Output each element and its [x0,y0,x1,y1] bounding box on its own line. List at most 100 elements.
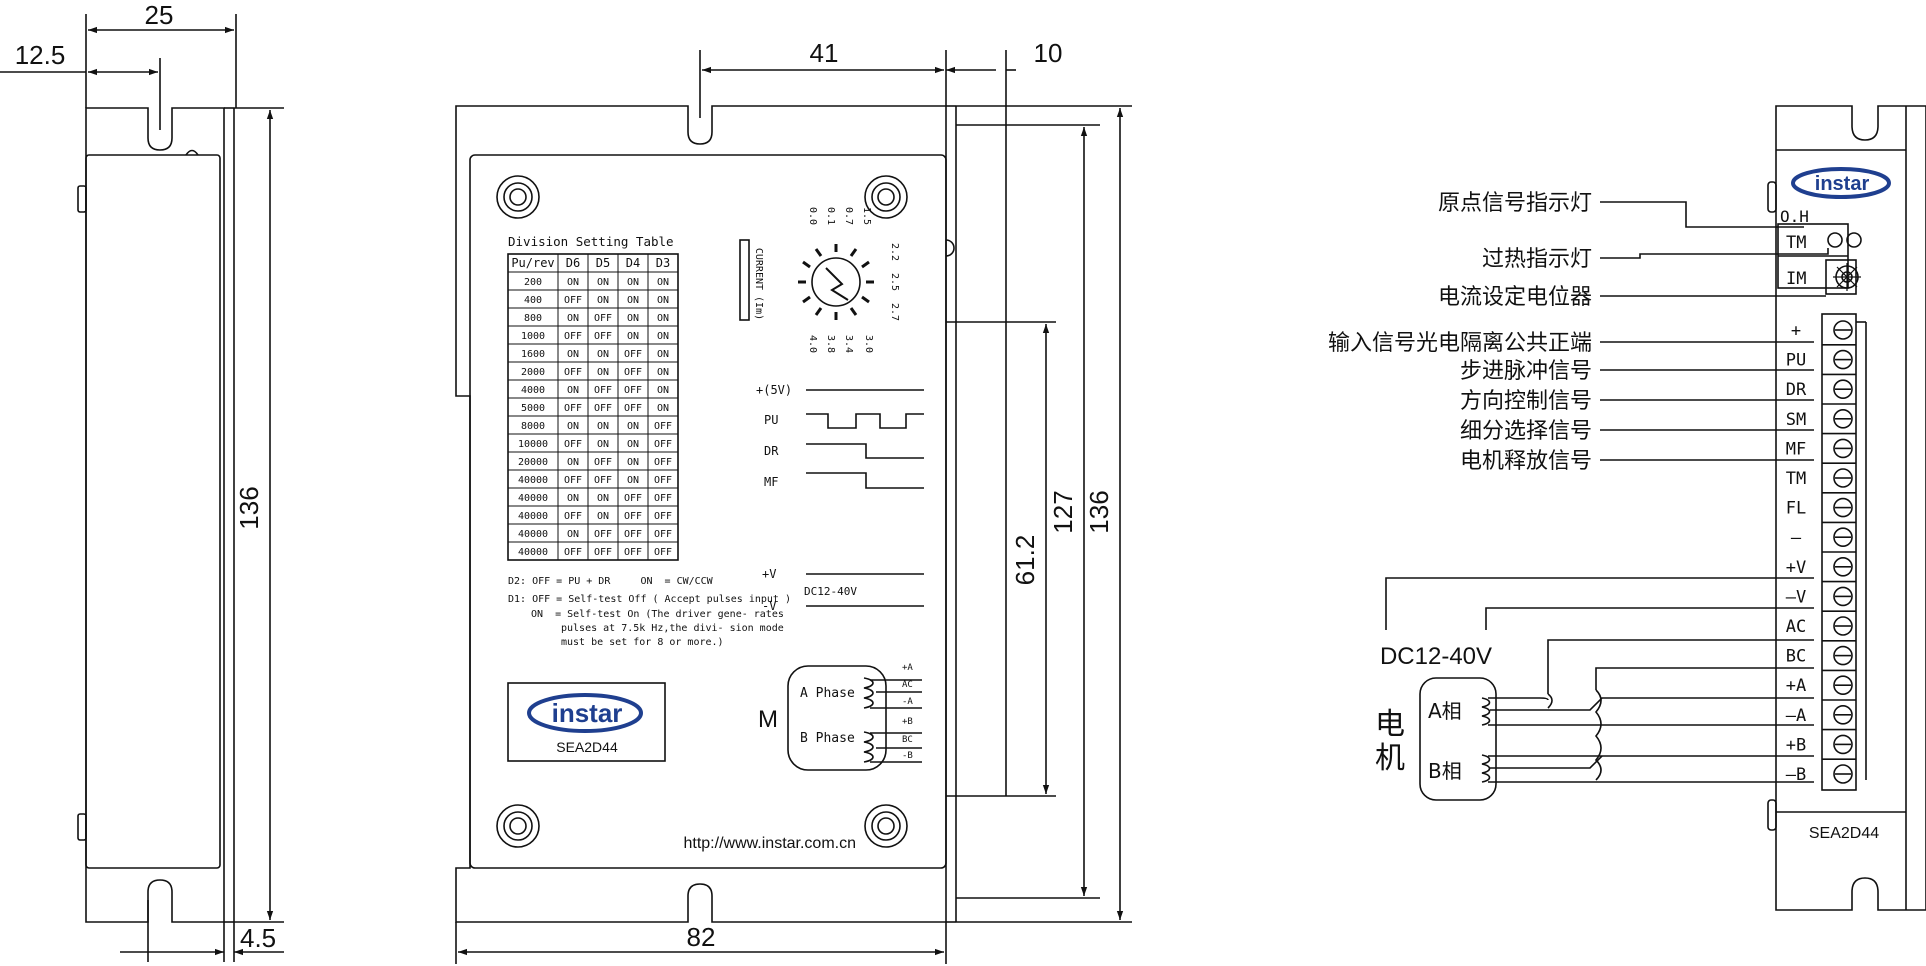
dim-side-offset: 12.5 [15,40,66,70]
scale-top-3: 1.5 [861,207,872,225]
terminal-body-outline [1775,105,1926,911]
division-table-cell: 40000 [518,529,548,540]
callout-overheat-led: 过热指示灯 [1482,247,1592,272]
division-table-cell: ON [627,457,639,468]
division-table-cell: 1600 [521,349,545,360]
terminal-pin-label: –B [1786,765,1806,785]
signal-dr: DR [764,444,779,458]
division-table-cell: 2000 [521,367,545,378]
division-table-cell: ON [567,457,579,468]
division-table-cell: OFF [564,475,582,486]
division-table-cell: 4000 [521,385,545,396]
signal-pu: PU [764,413,778,427]
division-table-cell: ON [657,385,669,396]
division-table-cell: OFF [654,421,672,432]
division-table-cell: ON [627,331,639,342]
callout-microstep: 细分选择信号 [1460,419,1592,444]
division-table-cell: ON [657,331,669,342]
callout-direction: 方向控制信号 [1460,389,1592,414]
motor-symbol [1419,677,1497,801]
terminal-labels: instar O.H TM IM +PUDRSMMFTMFL–+V–VACBC+… [1780,173,1879,842]
division-table-cell: 8000 [521,421,545,432]
division-table-cell: ON [657,295,669,306]
division-table-cell: OFF [564,331,582,342]
division-table-header: Pu/rev [511,256,554,270]
terminal-pin-label: DR [1786,380,1807,400]
division-table-cell: OFF [654,475,672,486]
terminal-screw-icon [1833,645,1853,666]
division-table-cell: OFF [564,547,582,558]
indicator-oh: O.H [1780,207,1809,226]
division-table-cell: ON [597,511,609,522]
division-table-header: D6 [566,256,580,270]
scale-top-2: 0.7 [843,207,854,225]
front-cover [469,154,947,869]
division-table-cell: ON [627,439,639,450]
terminal-screw-icon [1833,349,1853,370]
scale-bottom-0: 4.0 [807,335,818,353]
dimension-labels: 25 12.5 136 4.5 41 10 61.2 127 136 82 [15,0,1114,953]
motor-m-label: M [758,706,778,733]
signal-vminus: -V [762,599,776,613]
division-table-cell: 40000 [518,511,548,522]
division-table-cell: 200 [524,277,542,288]
terminal-pin-label: MF [1786,439,1806,459]
dim-front-width: 82 [687,922,716,952]
side-view [0,14,284,962]
division-table-cell: OFF [564,295,582,306]
note-d1-line3: pulses at 7.5k Hz,the divi- sion mode [561,623,784,634]
division-table-cell: ON [597,295,609,306]
dim-front-height: 136 [1084,490,1114,533]
terminal-view [1385,105,1926,911]
division-table-cell: ON [627,277,639,288]
terminal-pin-label: BC [1786,647,1806,667]
division-table-cell: OFF [594,547,612,558]
division-table-border [507,253,679,561]
side-cover [85,154,221,869]
terminal-pin-label: SM [1786,410,1806,430]
terminal-logo-ring [1791,167,1891,199]
division-table-cell: ON [627,313,639,324]
division-table-cell: OFF [564,511,582,522]
callout-origin-led: 原点信号指示灯 [1438,191,1592,216]
terminal-screw-icon [1833,438,1853,459]
scale-bottom-3: 3.0 [863,335,874,353]
front-url: http://www.instar.com.cn [683,835,856,852]
terminal-pin-label: –V [1786,587,1806,607]
division-table-cell: ON [657,403,669,414]
terminal-screw-icon [1833,556,1853,577]
screw-bottom-right [864,804,908,848]
division-table-cell: OFF [654,529,672,540]
terminal-pin-label: +A [1786,676,1806,696]
dim-side-height: 136 [234,486,264,529]
division-table-cell: OFF [624,493,642,504]
scale-bottom-1: 3.8 [825,335,836,353]
division-table-cell: ON [597,493,609,504]
terminal-screw-icon [1833,527,1853,548]
pin-bc: BC [902,735,913,745]
division-table-cell: OFF [654,493,672,504]
terminal-screw-icon [1833,675,1853,696]
motor-box [787,665,922,771]
division-table-cell: ON [657,367,669,378]
division-table-cell: 1000 [521,331,545,342]
terminal-pin-label: – [1791,528,1802,548]
note-d1-line2: ON = Self-test On (The driver gene- rate… [531,609,784,620]
a-phase-label: A Phase [800,686,855,701]
division-table-cell: ON [597,439,609,450]
division-table-cell: ON [597,421,609,432]
pin-minus-a: -A [902,697,913,707]
pin-plus-a: +A [902,663,913,673]
division-table-cell: OFF [594,457,612,468]
callout-step-pulse: 步进脉冲信号 [1460,359,1592,384]
division-table-cell: OFF [594,403,612,414]
terminal-screw-icon [1833,586,1853,607]
division-table-cell: OFF [594,385,612,396]
signal-labels: +(5V) PU DR MF +V -V DC12-40V [756,383,857,613]
terminal-pin-label: + [1791,321,1801,341]
terminal-screw-icon [1833,764,1853,784]
terminal-screw-icon [1833,497,1853,518]
division-table-header: D3 [656,256,670,270]
terminal-pin-label: FL [1786,499,1806,519]
